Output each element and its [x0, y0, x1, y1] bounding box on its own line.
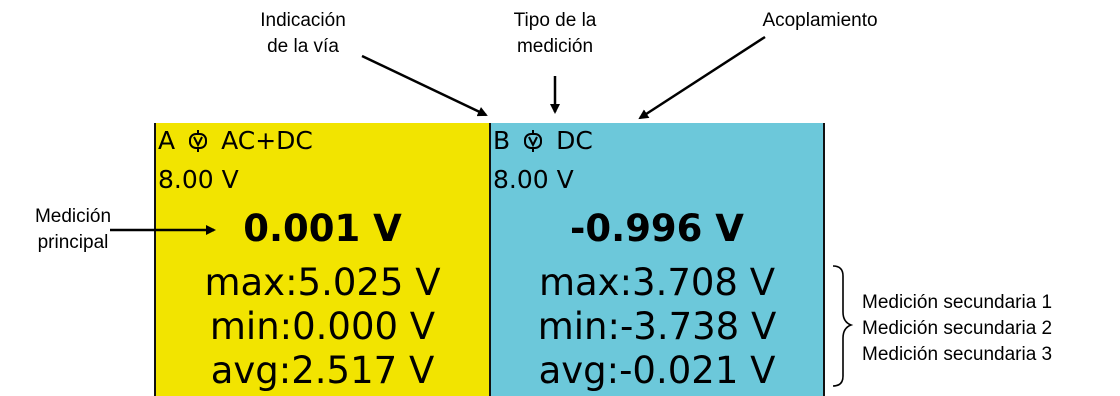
channel-b-panel: B DC 8.00 V -0.996 V max:3.708 V min:-3.…: [491, 123, 825, 396]
callout-line: Acoplamiento: [762, 10, 878, 31]
callout-line: Medición secundaria 1: [862, 292, 1053, 313]
secondary-measurement-min: min:0.000 V: [209, 305, 436, 348]
bracket-secondary: [832, 265, 854, 387]
voltage-probe-icon: [189, 130, 208, 152]
voltage-probe-icon: [524, 130, 543, 152]
main-measurement: -0.996 V: [570, 207, 744, 250]
coupling-label: DC: [556, 126, 593, 155]
callout-coupling: Acoplamiento: [740, 8, 900, 34]
main-measurement: 0.001 V: [243, 207, 402, 250]
coupling-label: AC+DC: [221, 126, 313, 155]
callout-main-measurement: Medición principal: [18, 204, 128, 256]
arrow-channel-indication: [361, 54, 488, 117]
callout-measurement-type: Tipo de la medición: [490, 8, 620, 60]
range-value: 8.00 V: [158, 165, 239, 194]
secondary-measurement-max: max:3.708 V: [538, 261, 776, 304]
callout-secondary-measurements: Medición secundaria 1 Medición secundari…: [862, 290, 1112, 368]
callout-line: Tipo de la: [513, 10, 597, 31]
callout-line: Medición secundaria 3: [862, 344, 1053, 365]
callout-line: Indicación: [260, 10, 346, 31]
secondary-measurement-avg: avg:-0.021 V: [538, 349, 776, 392]
channel-b-header: B DC: [493, 126, 593, 156]
channel-a-header: A AC+DC: [158, 126, 313, 156]
callout-line: Medición secundaria 2: [862, 318, 1053, 339]
secondary-measurement-avg: avg:2.517 V: [210, 349, 435, 392]
range-value: 8.00 V: [493, 165, 574, 194]
arrow-coupling: [638, 35, 766, 120]
callout-line: Medición: [34, 206, 112, 227]
secondary-measurement-max: max:5.025 V: [204, 261, 441, 304]
channel-id: B: [493, 126, 511, 155]
channel-a-panel: A AC+DC 8.00 V 0.001 V max:5.025 V min:0…: [154, 123, 491, 396]
channel-id: A: [158, 126, 176, 155]
callout-channel-indication: Indicación de la vía: [238, 8, 368, 60]
callout-line: principal: [37, 232, 109, 253]
secondary-measurement-min: min:-3.738 V: [537, 305, 777, 348]
callout-line: de la vía: [267, 36, 339, 57]
callout-line: medición: [516, 36, 594, 57]
